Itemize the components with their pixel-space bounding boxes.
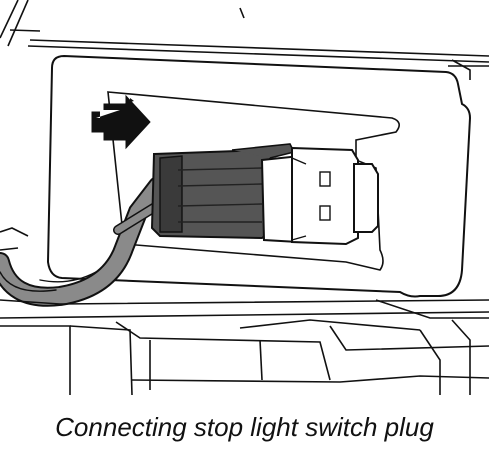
background-panel-lines <box>0 0 489 80</box>
stop-light-switch <box>260 146 379 246</box>
direction-arrow <box>91 94 151 150</box>
wire-harness <box>0 176 168 307</box>
bracket-recess <box>107 91 400 271</box>
technical-illustration <box>0 0 489 395</box>
connector-plug <box>150 143 296 240</box>
figure-caption: Connecting stop light switch plug <box>55 412 434 442</box>
lower-frame-lines <box>0 227 489 395</box>
